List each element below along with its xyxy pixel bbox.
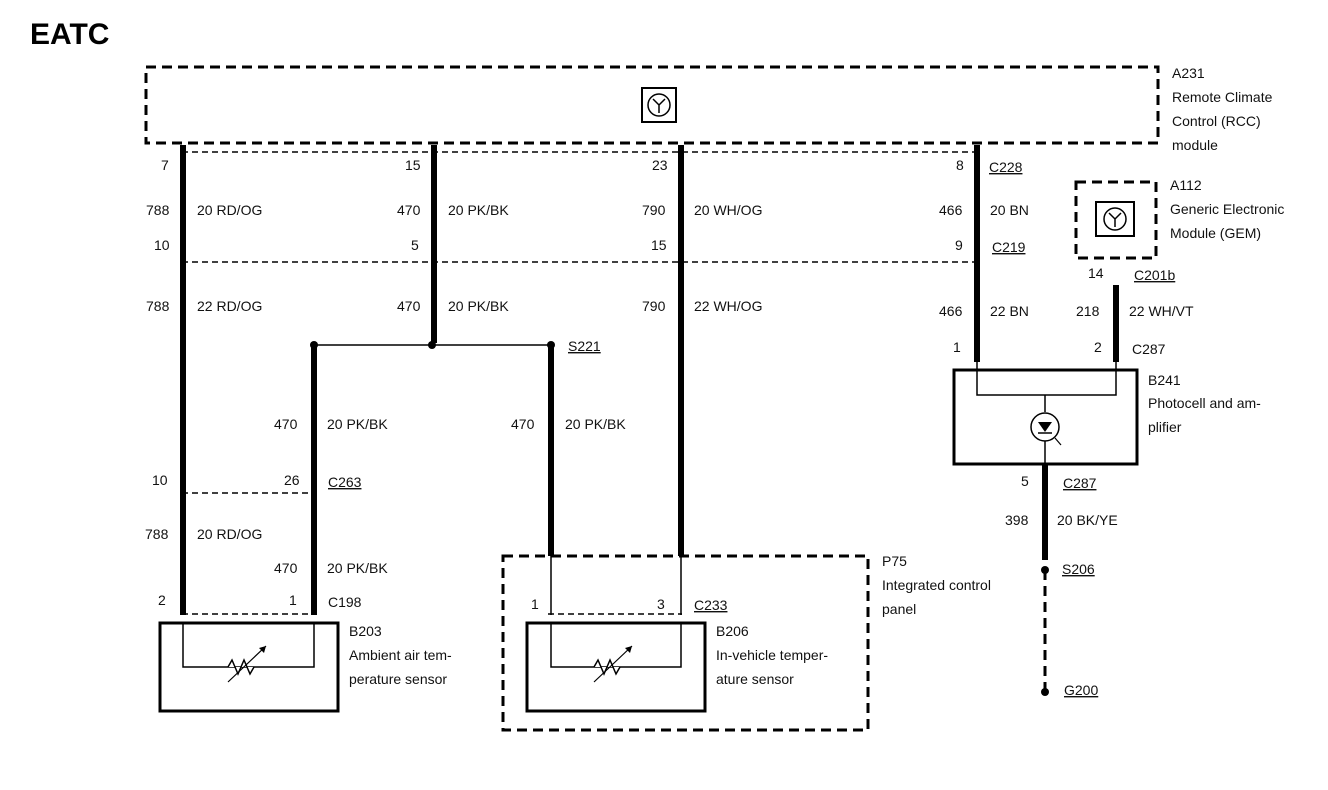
pin-2: 2 bbox=[1094, 339, 1102, 355]
a231-name-2: Control (RCC) bbox=[1172, 113, 1261, 129]
rcc-module-icon bbox=[641, 87, 677, 123]
pin-5: 5 bbox=[411, 237, 419, 253]
pin-3: 3 bbox=[657, 596, 665, 612]
wire-label: 20 BK/YE bbox=[1057, 512, 1118, 528]
b203-name-2: perature sensor bbox=[349, 671, 447, 687]
splice-s221: S221 bbox=[568, 338, 601, 354]
b206-id: B206 bbox=[716, 623, 749, 639]
circuit-number: 790 bbox=[642, 298, 666, 314]
pin-1: 1 bbox=[289, 592, 297, 608]
wire-label: 20 PK/BK bbox=[565, 416, 626, 432]
a231-name-3: module bbox=[1172, 137, 1218, 153]
wire-label: 20 WH/OG bbox=[694, 202, 762, 218]
circuit-number: 470 bbox=[397, 202, 421, 218]
wire-label: 20 BN bbox=[990, 202, 1029, 218]
wire-label: 22 BN bbox=[990, 303, 1029, 319]
pin-26: 26 bbox=[284, 472, 300, 488]
b241-internal-wiring bbox=[976, 362, 1117, 396]
wire-label: 20 PK/BK bbox=[448, 298, 509, 314]
wire-label: 22 RD/OG bbox=[197, 298, 262, 314]
a231-module-box bbox=[144, 65, 1160, 145]
connector-c233: C233 bbox=[694, 597, 728, 613]
b206-component-box bbox=[525, 621, 707, 713]
connector-c228: C228 bbox=[989, 159, 1023, 175]
p75-name-1: Integrated control bbox=[882, 577, 991, 593]
ground-g200-node bbox=[1041, 688, 1049, 696]
connector-c198: C198 bbox=[328, 594, 362, 610]
splice-s206-node bbox=[1041, 566, 1049, 574]
pin-1: 1 bbox=[953, 339, 961, 355]
splice-s221-node bbox=[547, 341, 555, 349]
thermistor-icon bbox=[227, 645, 267, 683]
pin-10: 10 bbox=[152, 472, 168, 488]
a231-name-1: Remote Climate bbox=[1172, 89, 1273, 105]
gem-module-icon bbox=[1095, 201, 1135, 237]
b203-id: B203 bbox=[349, 623, 382, 639]
circuit-number: 788 bbox=[146, 202, 170, 218]
wire-label: 20 PK/BK bbox=[327, 560, 388, 576]
connector-c263: C263 bbox=[328, 474, 362, 490]
circuit-number: 466 bbox=[939, 303, 963, 319]
wire-label: 20 RD/OG bbox=[197, 202, 262, 218]
a112-module-box bbox=[1074, 180, 1158, 260]
ground-g200: G200 bbox=[1064, 682, 1098, 698]
p75-id: P75 bbox=[882, 553, 907, 569]
pin-14: 14 bbox=[1088, 265, 1104, 281]
b203-name-1: Ambient air tem- bbox=[349, 647, 452, 663]
wire-label: 20 RD/OG bbox=[197, 526, 262, 542]
a112-name-1: Generic Electronic bbox=[1170, 201, 1284, 217]
b241-name-1: Photocell and am- bbox=[1148, 395, 1261, 411]
b203-component-box bbox=[158, 621, 340, 713]
pin-8: 8 bbox=[956, 157, 964, 173]
circuit-number: 790 bbox=[642, 202, 666, 218]
b241-name-2: plifier bbox=[1148, 419, 1182, 435]
pin-1: 1 bbox=[531, 596, 539, 612]
b206-name-2: ature sensor bbox=[716, 671, 794, 687]
splice-s206: S206 bbox=[1062, 561, 1095, 577]
p75-component-box bbox=[501, 554, 870, 732]
pin-7: 7 bbox=[161, 157, 169, 173]
wire-label: 20 PK/BK bbox=[327, 416, 388, 432]
a112-name-2: Module (GEM) bbox=[1170, 225, 1261, 241]
circuit-number: 470 bbox=[397, 298, 421, 314]
connector-c201b: C201b bbox=[1134, 267, 1175, 283]
b241-id: B241 bbox=[1148, 372, 1181, 388]
circuit-number: 470 bbox=[511, 416, 535, 432]
p75-name-2: panel bbox=[882, 601, 916, 617]
diagram-title: EATC bbox=[30, 18, 109, 51]
photocell-icon bbox=[1030, 412, 1062, 446]
circuit-number: 788 bbox=[146, 298, 170, 314]
pin-9: 9 bbox=[955, 237, 963, 253]
wire-label: 20 PK/BK bbox=[448, 202, 509, 218]
wire-label: 22 WH/OG bbox=[694, 298, 762, 314]
connector-c287: C287 bbox=[1063, 475, 1097, 491]
pin-15: 15 bbox=[405, 157, 421, 173]
circuit-number: 788 bbox=[145, 526, 169, 542]
b206-name-1: In-vehicle temper- bbox=[716, 647, 828, 663]
pin-15: 15 bbox=[651, 237, 667, 253]
a231-id: A231 bbox=[1172, 65, 1205, 81]
thermistor-icon bbox=[593, 645, 633, 683]
circuit-number: 470 bbox=[274, 416, 298, 432]
connector-c287: C287 bbox=[1132, 341, 1166, 357]
pin-23: 23 bbox=[652, 157, 668, 173]
pin-5: 5 bbox=[1021, 473, 1029, 489]
a112-id: A112 bbox=[1170, 177, 1202, 193]
b203-internal-wiring bbox=[182, 623, 315, 668]
wire-label: 22 WH/VT bbox=[1129, 303, 1194, 319]
circuit-number: 470 bbox=[274, 560, 298, 576]
circuit-number: 466 bbox=[939, 202, 963, 218]
splice-node-center bbox=[428, 341, 436, 349]
pin-10: 10 bbox=[154, 237, 170, 253]
circuit-number: 218 bbox=[1076, 303, 1100, 319]
pin-2: 2 bbox=[158, 592, 166, 608]
circuit-number: 398 bbox=[1005, 512, 1029, 528]
splice-node-b203 bbox=[310, 341, 318, 349]
connector-c219: C219 bbox=[992, 239, 1026, 255]
